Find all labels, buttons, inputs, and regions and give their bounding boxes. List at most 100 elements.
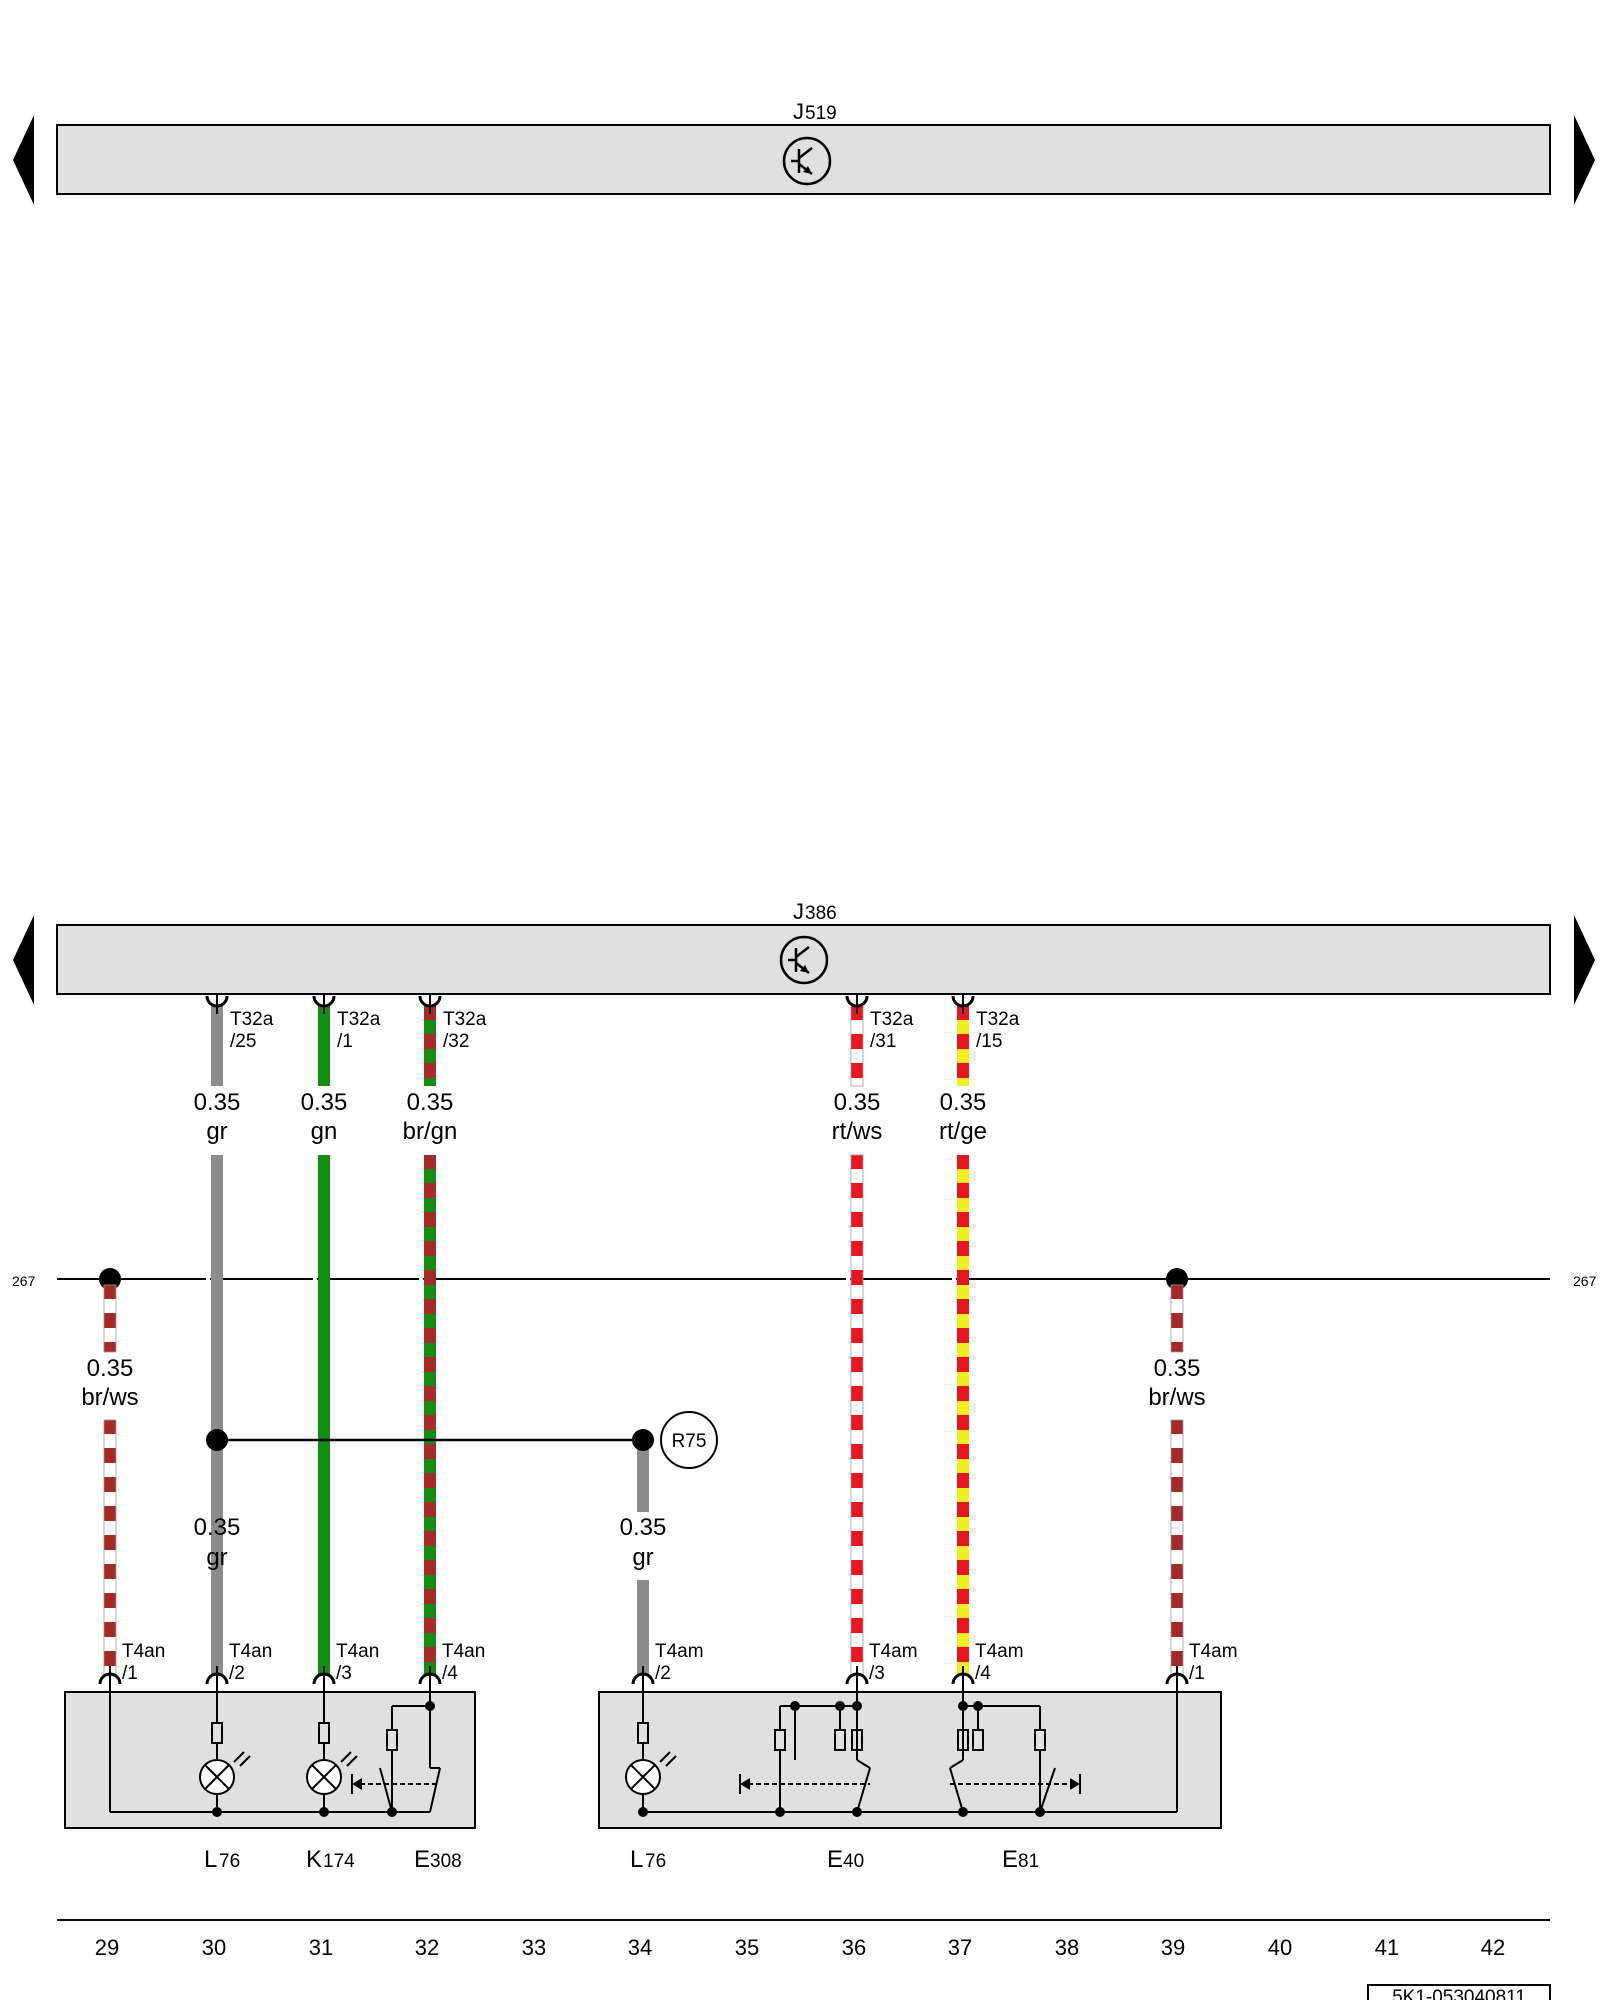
ruler-number: 30	[202, 1935, 226, 1960]
continue-right-arrow-icon	[1574, 115, 1595, 205]
lamp-icon	[306, 1751, 358, 1795]
connector-pin: /1	[122, 1663, 138, 1684]
wire-size-label: 0.35	[301, 1089, 348, 1116]
connector-name: T4am	[655, 1641, 704, 1662]
wire-color-label: br/gn	[403, 1118, 458, 1145]
module-j386: J 386	[13, 899, 1595, 1005]
connector-pin: /3	[869, 1663, 885, 1684]
component-number: 76	[645, 1851, 666, 1872]
bus-line: 267 267	[12, 1268, 1597, 1290]
connector-plug-icon	[951, 1666, 975, 1686]
connector-pin: /1	[337, 1031, 353, 1052]
component-letter: L	[204, 1846, 217, 1873]
connector-plugs	[98, 994, 1189, 1686]
component-connector-labels: T4an /1 T4an /2 T4an /3 T4an /4 T4am /2 …	[122, 1641, 1238, 1684]
connector-name: T4an	[122, 1641, 165, 1662]
ruler-number: 34	[628, 1935, 652, 1960]
wire-labels: 0.35 gr 0.35 gn 0.35 br/gn 0.35 rt/ws 0.…	[81, 1089, 1205, 1571]
wire-crossing-gap	[952, 1276, 956, 1282]
component-letter: E	[827, 1846, 843, 1873]
bus-ref-right: 267	[1573, 1273, 1597, 1289]
wire-color-label: br/ws	[81, 1384, 138, 1411]
connector-pin: /31	[870, 1031, 896, 1052]
wire-crossing-gap	[206, 1276, 210, 1282]
ruler-number: 29	[95, 1935, 119, 1960]
wire-segment	[850, 1154, 864, 1677]
ref-r75-circle	[660, 1411, 718, 1469]
ruler-number: 42	[1481, 1935, 1505, 1960]
ruler-number: 35	[735, 1935, 759, 1960]
connector-name: T4an	[229, 1641, 272, 1662]
wire-color-label: rt/ws	[832, 1118, 883, 1145]
wire-size-label: 0.35	[194, 1514, 241, 1541]
wire-size-label: 0.35	[940, 1089, 987, 1116]
wire-size-label: 0.35	[87, 1355, 134, 1382]
document-id: 5K1-053040811	[1392, 1987, 1526, 2000]
connector-name: T4an	[336, 1641, 379, 1662]
connector-plug-icon	[845, 994, 869, 1014]
document-id-box: 5K1-053040811	[1367, 1984, 1551, 2000]
ref-r75-label: R75	[672, 1431, 707, 1452]
wire-segment	[103, 1419, 117, 1677]
component-box-2	[598, 1676, 1222, 1829]
wire-segment	[850, 1005, 864, 1087]
connector-pin: /3	[336, 1663, 352, 1684]
wire-segment	[424, 1155, 436, 1676]
connector-name: T4am	[1189, 1641, 1238, 1662]
ruler-number: 38	[1055, 1935, 1079, 1960]
continue-left-arrow-icon	[13, 115, 34, 205]
wire-crossing-gap	[846, 1276, 850, 1282]
connector-pin: /25	[230, 1031, 256, 1052]
module-j519: J 519	[13, 99, 1595, 205]
connector-pin: /1	[1189, 1663, 1205, 1684]
wire-segment	[103, 1284, 117, 1353]
wires	[103, 1005, 1184, 1677]
bus-ref-left: 267	[12, 1273, 36, 1289]
connector-pin: /4	[975, 1663, 991, 1684]
connector-pin: /2	[229, 1663, 245, 1684]
wire-size-label: 0.35	[834, 1089, 881, 1116]
connector-name: T32a	[976, 1009, 1020, 1030]
wire-color-label: gr	[206, 1118, 227, 1145]
lamp-icon	[199, 1751, 251, 1795]
wire-segment	[637, 1580, 649, 1676]
connector-plug-icon	[418, 1666, 442, 1686]
module-j519-letter: J	[793, 99, 804, 124]
wire-size-label: 0.35	[1154, 1355, 1201, 1382]
connector-pin: /4	[442, 1663, 458, 1684]
connector-name: T4an	[442, 1641, 485, 1662]
branch-r75: R75	[206, 1411, 718, 1469]
component-number: 81	[1018, 1851, 1039, 1872]
connector-pin: /2	[655, 1663, 671, 1684]
wire-color-label: br/ws	[1148, 1384, 1205, 1411]
ruler-number: 41	[1375, 1935, 1399, 1960]
wire-color-label: gr	[206, 1544, 227, 1571]
module-j386-number: 386	[805, 903, 837, 924]
connector-name: T4am	[975, 1641, 1024, 1662]
continue-left-arrow-icon	[13, 915, 34, 1005]
component-letter: L	[630, 1846, 643, 1873]
component-names: L 76 K 174 E 308 L 76 E 40 E 81	[204, 1846, 1039, 1873]
component-letter: E	[1002, 1846, 1018, 1873]
wire-segment	[211, 1155, 223, 1676]
continue-right-arrow-icon	[1574, 915, 1595, 1005]
bus-splice-left	[99, 1268, 121, 1290]
wire-crossing-gap	[419, 1276, 423, 1282]
component-letter: K	[306, 1846, 322, 1873]
wire-segment	[957, 1006, 969, 1086]
wire-segment	[637, 1446, 649, 1512]
ruler-number: 39	[1161, 1935, 1185, 1960]
wire-segment	[211, 1006, 223, 1086]
component-letter: E	[414, 1846, 430, 1873]
connector-plug-icon	[631, 1666, 655, 1686]
connector-name: T32a	[337, 1009, 381, 1030]
ruler-number: 36	[842, 1935, 866, 1960]
connector-plug-icon	[951, 994, 975, 1014]
component-number: 40	[843, 1851, 864, 1872]
connector-name: T32a	[870, 1009, 914, 1030]
connector-name: T32a	[230, 1009, 274, 1030]
wire-color-label: gn	[311, 1118, 338, 1145]
component-box-1	[64, 1676, 476, 1829]
connector-plug-icon	[312, 1666, 336, 1686]
